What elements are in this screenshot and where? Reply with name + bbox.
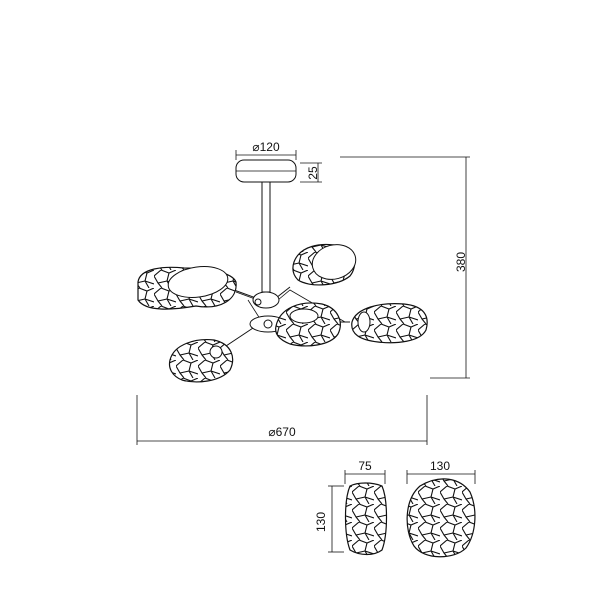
shade-side-height-label: 130 [314,512,328,532]
shade-side-width-label: 75 [358,459,372,473]
total-height-label: 380 [454,252,468,272]
shade-right [351,303,428,344]
total-diameter-label: ⌀670 [268,425,296,439]
stem-rod [261,181,271,293]
canopy-height-dimension: 25 [300,162,322,183]
total-height-dimension: 380 [340,156,470,379]
shade-front-view: 130 [406,459,476,558]
shade-side-view: 75 130 [314,459,388,556]
canopy [235,159,297,183]
shade-center [275,302,341,347]
shade-front-width-label: 130 [430,459,450,473]
canopy-diameter-dimension: ⌀120 [235,140,297,160]
total-diameter-dimension: ⌀670 [136,395,428,445]
shade-top-left [137,266,237,310]
shade-top-center [292,243,357,286]
canopy-diameter-label: ⌀120 [252,140,280,154]
shade-bottom-left [168,339,234,383]
canopy-height-label: 25 [306,166,320,180]
